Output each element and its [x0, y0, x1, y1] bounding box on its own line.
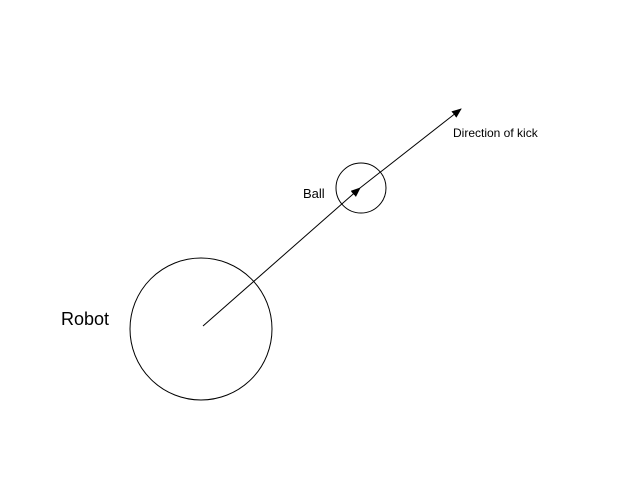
robot-to-ball-arrow	[202, 187, 361, 327]
ball-label: Ball	[303, 186, 325, 201]
ball-circle	[335, 162, 387, 214]
robot-label: Robot	[61, 309, 110, 329]
kick-direction-arrow	[359, 108, 462, 189]
kick-direction-label: Direction of kick	[453, 126, 538, 140]
robot-circle	[129, 257, 273, 401]
